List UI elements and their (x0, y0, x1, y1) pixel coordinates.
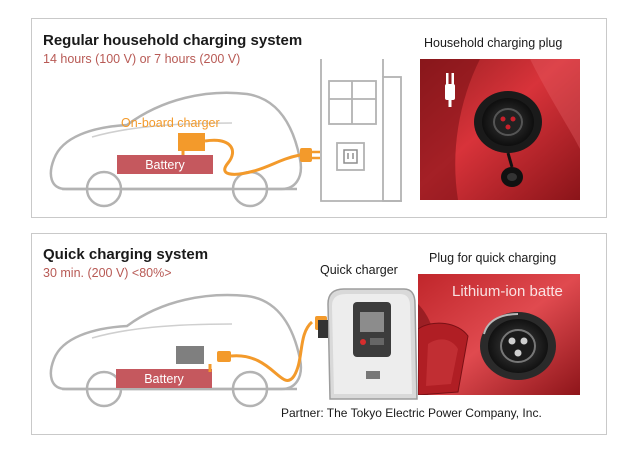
quick-charging-title: Quick charging system (43, 246, 209, 263)
quick-charger-label: Quick charger (320, 263, 398, 277)
quick-charge-plug (217, 351, 231, 362)
quick-charging-diagram: Quick charger Battery (49, 263, 418, 408)
plug-icon (445, 73, 455, 107)
battery-label: Battery (145, 158, 185, 172)
quick-charging-panel: Quick charging system 30 min. (200 V) <8… (31, 233, 607, 435)
household-plug (300, 148, 312, 162)
wall-outlet (343, 149, 358, 164)
regular-charging-diagram: On-board charger Battery (49, 59, 402, 208)
household-plug-caption: Household charging plug (424, 36, 563, 50)
regular-charging-panel: Regular household charging system 14 hou… (31, 18, 607, 218)
charging-cable (204, 138, 301, 176)
regular-charging-time: 14 hours (100 V) or 7 hours (200 V) (43, 52, 241, 66)
quick-plug-caption: Plug for quick charging (429, 251, 557, 265)
battery-label: Battery (144, 372, 184, 386)
quick-charger-station (318, 288, 418, 400)
house-wall (320, 59, 402, 202)
car-window-line (91, 323, 233, 339)
quick-charging-time: 30 min. (200 V) <80%> (43, 266, 172, 280)
battery-box (117, 155, 213, 174)
car-window-line (91, 122, 233, 138)
partner-credit: Partner: The Tokyo Electric Power Compan… (281, 406, 542, 420)
quick-charge-connector-box (176, 346, 204, 364)
onboard-charger-label: On-board charger (121, 116, 220, 130)
quick-charging-cable (230, 320, 314, 382)
car-outline (49, 91, 303, 191)
onboard-charger-box (178, 133, 205, 151)
battery-box (116, 369, 212, 388)
quick-plug-photo: Lithium-ion batte (418, 274, 580, 395)
household-plug-photo (420, 59, 580, 200)
regular-charging-title: Regular household charging system (43, 32, 303, 49)
lithium-ion-decal-text: Lithium-ion batte (452, 283, 563, 300)
